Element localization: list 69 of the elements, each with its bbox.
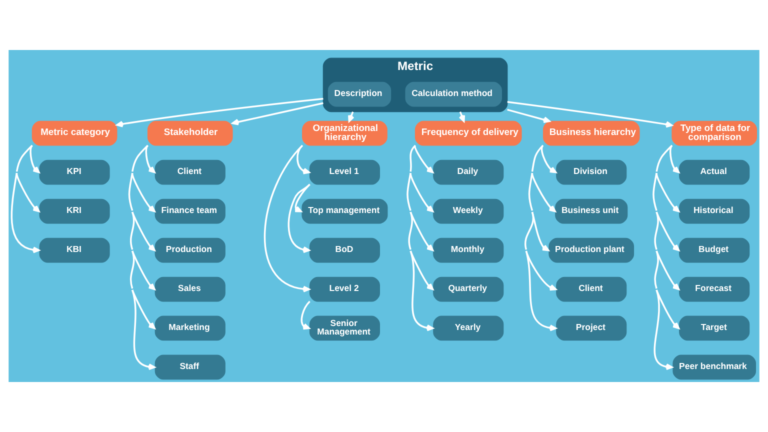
arrow xyxy=(656,290,680,330)
arrow xyxy=(525,250,557,291)
node-box: Staff xyxy=(154,354,226,380)
node-box: Type of data for comparison xyxy=(672,120,758,146)
arrow xyxy=(507,108,550,123)
arrow xyxy=(410,212,434,252)
node-box: Production xyxy=(154,238,226,263)
node-box: Organizational hierarchy xyxy=(302,120,388,146)
node-box: Weekly xyxy=(433,198,504,224)
arrow xyxy=(10,144,40,254)
node-box: Historical xyxy=(679,198,750,224)
node-box: Peer benchmark xyxy=(672,354,756,380)
arrow xyxy=(531,172,556,212)
node-box: KBI xyxy=(39,238,110,263)
arrow xyxy=(128,144,156,370)
arrow xyxy=(410,172,434,212)
node-box: Monthly xyxy=(433,238,504,263)
arrow xyxy=(414,145,434,174)
node-box: Business unit xyxy=(555,198,628,224)
arrow xyxy=(232,102,324,126)
arrow xyxy=(541,144,557,174)
arrow xyxy=(132,212,156,252)
arrow xyxy=(131,172,156,212)
node-box: Forecast xyxy=(679,276,750,302)
node-box: Yearly xyxy=(433,316,504,341)
node-box: BoD xyxy=(309,238,380,263)
arrow xyxy=(116,98,324,128)
arrow xyxy=(132,250,156,290)
node-box: Level 2 xyxy=(309,276,380,302)
arrow xyxy=(264,144,310,292)
arrow xyxy=(410,250,434,290)
node-box: Marketing xyxy=(154,316,226,341)
node-box: Client xyxy=(556,276,627,302)
node-box: Calculation method xyxy=(405,82,502,107)
node-box: KPI xyxy=(39,160,110,185)
node-box: Stakeholder xyxy=(147,120,233,146)
arrow xyxy=(30,144,40,174)
node-box: Project xyxy=(556,316,627,341)
arrow xyxy=(656,172,680,212)
node-box: Finance team xyxy=(154,198,226,224)
arrow xyxy=(652,144,673,370)
arrow xyxy=(524,144,557,332)
node-box: Sales xyxy=(154,276,226,302)
node-box: Budget xyxy=(679,238,750,263)
arrow xyxy=(670,144,680,174)
arrow xyxy=(406,144,434,332)
node-box: Level 1 xyxy=(309,160,380,185)
arrow xyxy=(656,212,680,252)
node-box: Metric category xyxy=(32,120,118,146)
node-box: Description xyxy=(328,82,392,107)
arrow xyxy=(132,290,156,330)
node-box: Target xyxy=(679,316,750,341)
node-box: Production plant xyxy=(548,238,634,263)
node-box: Quarterly xyxy=(433,276,504,302)
arrow xyxy=(300,300,310,330)
arrow xyxy=(507,101,673,128)
node-box: Actual xyxy=(679,160,750,185)
node-box: Business hierarchy xyxy=(542,120,640,146)
node-box: Division xyxy=(556,160,627,185)
arrow xyxy=(656,250,680,290)
node-box: KRI xyxy=(39,198,110,224)
arrow xyxy=(16,172,40,212)
node-box: Client xyxy=(154,160,226,185)
arrow xyxy=(288,184,310,253)
node-box: Daily xyxy=(433,160,504,185)
node-box: Senior Management xyxy=(309,316,380,341)
node-box: Top management xyxy=(302,198,388,224)
arrow xyxy=(145,144,156,174)
node-box: Frequency of delivery xyxy=(414,120,522,146)
